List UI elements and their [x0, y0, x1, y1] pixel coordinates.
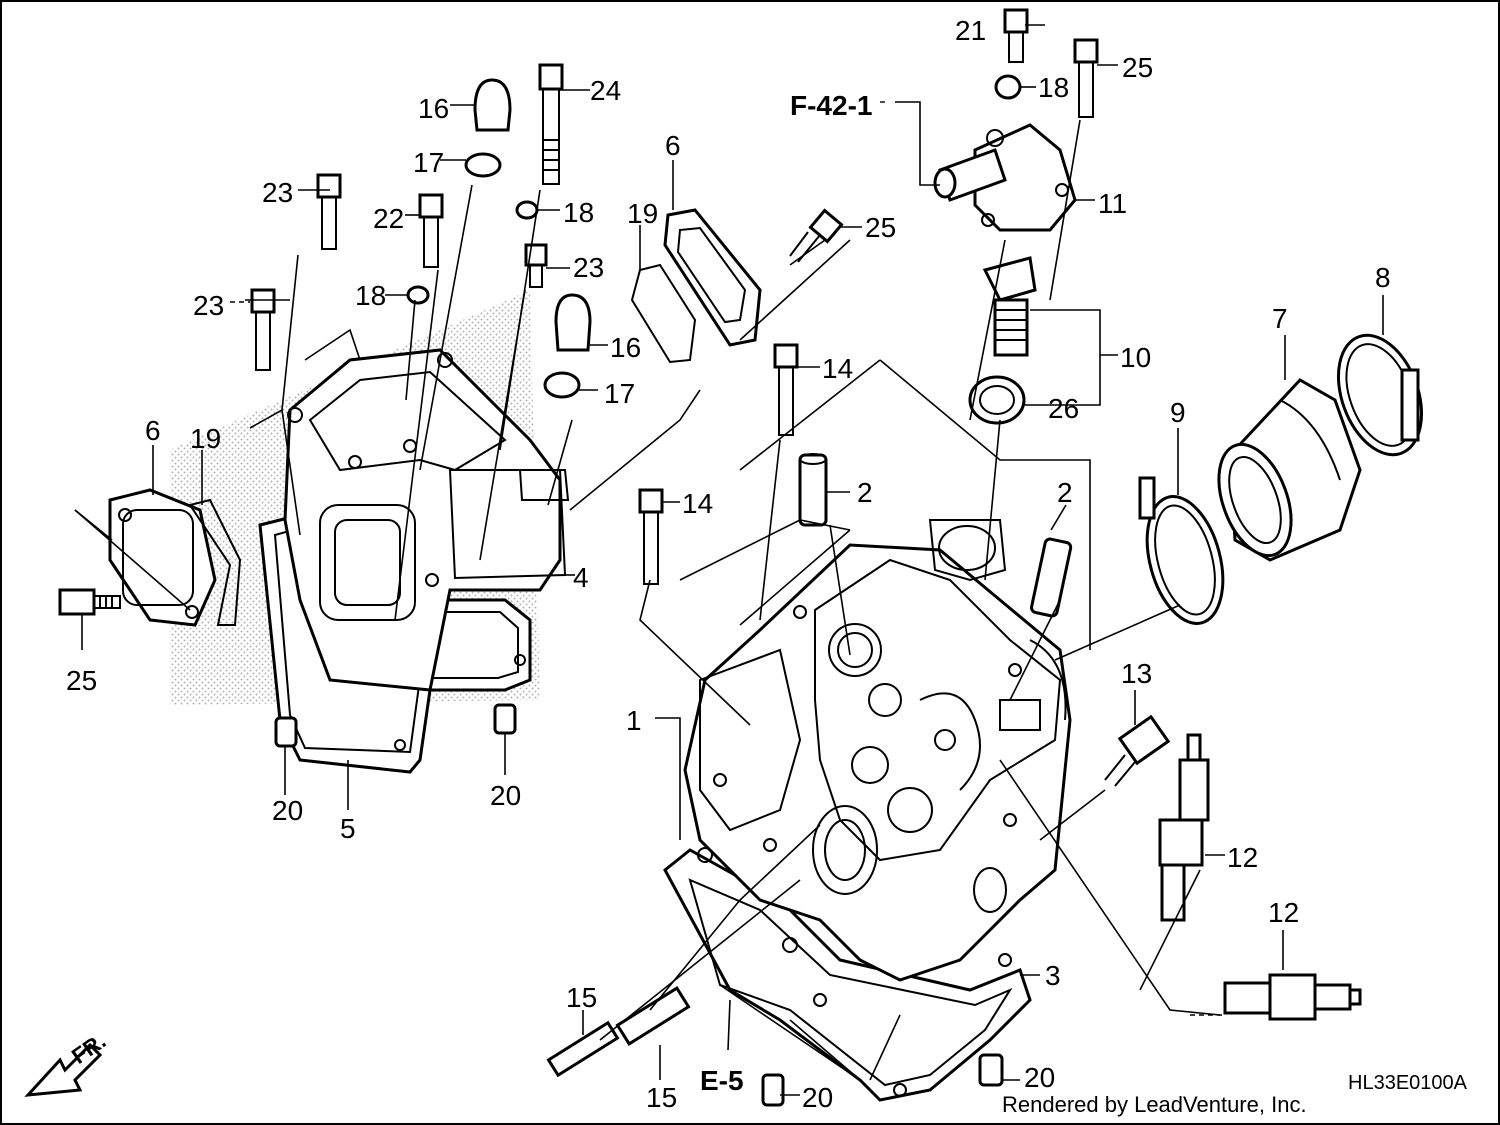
callout-25-left: 25 — [66, 665, 97, 696]
callout-7: 7 — [1272, 303, 1288, 334]
callout-23-lower: 23 — [193, 290, 224, 321]
dowel-20-left-a — [274, 716, 298, 748]
washer-17-top — [464, 152, 502, 178]
washer-18-top-right — [994, 74, 1022, 100]
bolt-23-lower — [250, 288, 276, 371]
callout-3: 3 — [1045, 960, 1061, 991]
washer-17-middle — [543, 371, 581, 399]
insulator-7 — [1217, 378, 1362, 562]
side-cover-6-upper — [663, 208, 762, 347]
callout-23-upper: 23 — [262, 177, 293, 208]
callout-12-vertical: 12 — [1227, 842, 1258, 873]
dowel-20-bottom-a — [761, 1073, 785, 1107]
callout-18-upper: 18 — [563, 197, 594, 228]
left-o-ring-19 — [188, 498, 242, 626]
dowel-20-bottom-b — [978, 1053, 1004, 1087]
dowel-20-left-b — [493, 703, 517, 735]
washer-18-left — [406, 285, 430, 305]
callout-14-upper: 14 — [822, 353, 853, 384]
callout-8: 8 — [1375, 262, 1391, 293]
bolt-14-lower — [638, 488, 664, 585]
cap-nut-16-top — [473, 78, 512, 132]
callout-15-a: 15 — [566, 982, 597, 1013]
callout-2-left: 2 — [857, 477, 873, 508]
callout-9: 9 — [1170, 397, 1186, 428]
bolt-22 — [418, 193, 444, 268]
callout-19-left: 19 — [190, 423, 221, 454]
clamp-8 — [1336, 333, 1424, 457]
callout-2-right: 2 — [1057, 477, 1073, 508]
callout-21: 21 — [955, 15, 986, 46]
callout-22: 22 — [373, 203, 404, 234]
callout-5: 5 — [340, 813, 356, 844]
callout-20-left-a: 20 — [272, 795, 303, 826]
callout-labels: 1 2 2 3 4 5 6 6 7 8 9 10 11 12 12 13 14 … — [66, 15, 1391, 1113]
spark-plug-12-vertical — [1158, 733, 1210, 922]
callout-14-lower: 14 — [682, 488, 713, 519]
callout-16-middle: 16 — [610, 332, 641, 363]
callout-20-left-b: 20 — [490, 780, 521, 811]
reference-e-5: E-5 — [700, 1065, 744, 1096]
cap-nut-16-middle — [554, 293, 592, 352]
callout-25-top-right: 25 — [1122, 52, 1153, 83]
callout-10: 10 — [1120, 342, 1151, 373]
callout-20-bottom-b: 20 — [1024, 1062, 1055, 1093]
callout-19-upper: 19 — [627, 198, 658, 229]
front-direction-arrow — [24, 1042, 103, 1097]
callout-11: 11 — [1098, 188, 1127, 219]
drawing-code: HL33E0100A — [1348, 1072, 1467, 1094]
reference-f-42-1: F-42-1 — [790, 90, 872, 121]
dowel-2-right — [1030, 537, 1073, 618]
callout-17-top: 17 — [413, 147, 444, 178]
callout-18-left: 18 — [355, 280, 386, 311]
callout-16-top: 16 — [418, 93, 449, 124]
callout-25-middle: 25 — [865, 212, 896, 243]
callout-18-top-right: 18 — [1038, 72, 1069, 103]
callout-23-middle: 23 — [573, 252, 604, 283]
spark-plug-12-horizontal — [1223, 973, 1362, 1021]
callout-17-middle: 17 — [604, 378, 635, 409]
o-ring-19-upper — [630, 263, 697, 364]
leader-lines — [74, 24, 1384, 1096]
callout-15-b: 15 — [646, 1082, 677, 1113]
callout-4: 4 — [573, 562, 589, 593]
clamp-9 — [1138, 476, 1225, 625]
washer-18-upper — [515, 200, 539, 220]
callout-24: 24 — [590, 75, 621, 106]
seal-26 — [968, 375, 1026, 425]
callout-6-upper: 6 — [665, 130, 681, 161]
callout-20-bottom-a: 20 — [802, 1082, 833, 1113]
thermostat-housing-11 — [933, 123, 1077, 232]
callout-13: 13 — [1121, 658, 1152, 689]
bolt-21 — [1003, 8, 1029, 63]
callout-6-left: 6 — [145, 415, 161, 446]
stud-15-b — [615, 986, 691, 1046]
dowel-2-left — [798, 453, 828, 527]
bolt-25-left — [58, 588, 121, 616]
head-cover-assembly — [258, 348, 570, 774]
bolt-14-upper — [773, 343, 799, 436]
bolt-23-upper — [316, 173, 342, 250]
callout-1: 1 — [626, 705, 642, 736]
footer-credit: Rendered by LeadVenture, Inc. — [1002, 1092, 1307, 1117]
callout-12-horizontal: 12 — [1268, 897, 1299, 928]
left-side-cover-6 — [108, 488, 217, 627]
dashed-leaders — [230, 101, 1225, 1016]
cylinder-head-1 — [683, 519, 1072, 982]
bolt-25-top-right — [1073, 38, 1099, 118]
thermostat-10 — [982, 256, 1037, 357]
callout-26: 26 — [1048, 393, 1079, 424]
bolt-24 — [538, 63, 564, 185]
sensor-13 — [1104, 714, 1171, 787]
